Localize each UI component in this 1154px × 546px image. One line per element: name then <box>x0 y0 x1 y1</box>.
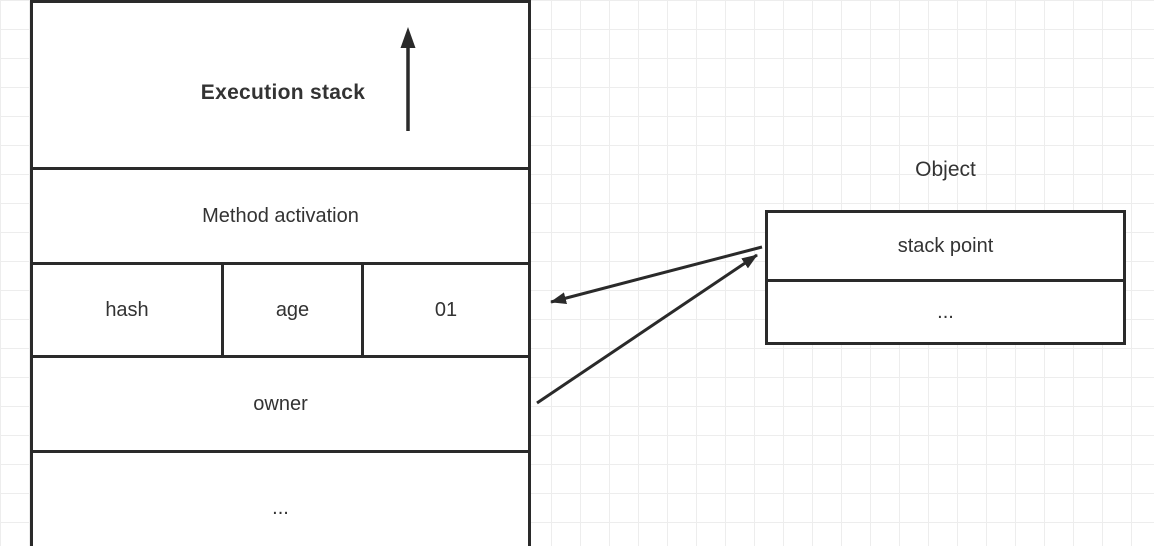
object-box: stack point ... <box>765 210 1126 345</box>
execution-stack-header: Execution stack <box>33 3 528 167</box>
execution-stack-box: Execution stack Method activation hash a… <box>30 0 531 546</box>
owner-row: owner <box>33 355 528 450</box>
object-row-stack-point: stack point <box>897 234 994 257</box>
arrow-owner-to-object <box>536 253 758 405</box>
object-label: Object <box>915 158 976 181</box>
up-arrow-icon <box>400 27 416 131</box>
object-row-ellipsis: ... <box>768 279 1123 342</box>
execution-stack-title: Execution stack <box>200 81 366 104</box>
frame-cell-age: age <box>221 265 361 355</box>
frame-cell-01: 01 <box>361 265 528 355</box>
arrow-object-to-frame <box>550 245 763 305</box>
method-activation-row: Method activation <box>33 167 528 262</box>
stack-frame-row: hash age 01 <box>33 262 528 355</box>
stack-ellipsis-row: ... <box>33 450 528 546</box>
frame-cell-hash: hash <box>105 298 149 321</box>
